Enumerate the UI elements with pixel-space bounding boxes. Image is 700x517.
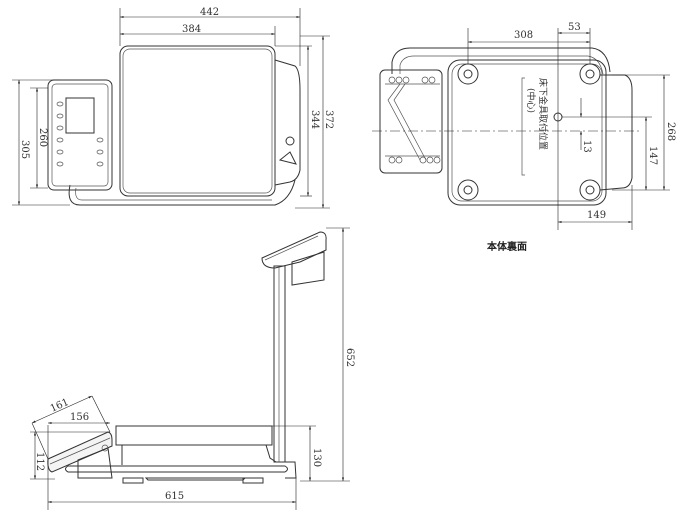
display-window	[65, 97, 95, 134]
pillar	[273, 265, 286, 463]
keypad	[56, 101, 104, 167]
dim-130: 130	[311, 448, 322, 467]
dim-384: 384	[182, 24, 201, 35]
base-rail	[65, 465, 288, 473]
display-unit	[47, 79, 113, 191]
dim-372: 372	[323, 110, 334, 129]
bottom-view-caption: 本体裏面	[487, 240, 527, 253]
side-view: 652 130 161 156 112 615	[30, 227, 355, 510]
display-head	[261, 231, 327, 269]
foot-left	[122, 477, 144, 484]
dim-260: 260	[37, 128, 48, 147]
dim-147: 147	[647, 146, 658, 165]
mount-annotation: 床下金具取付位置	[537, 78, 549, 150]
dim-652: 652	[344, 348, 355, 367]
bottom-view: 床下金具取付位置 (中心) 308 53 268 147 13 149 本体裏面	[372, 22, 676, 253]
dim-156: 156	[70, 412, 89, 423]
dim-305: 305	[19, 140, 30, 159]
dim-149: 149	[587, 210, 606, 221]
dim-442: 442	[200, 7, 219, 18]
platform	[119, 45, 276, 197]
foot-right	[242, 477, 264, 484]
level-indicator	[285, 136, 295, 146]
dim-13: 13	[581, 140, 592, 153]
head-bracket	[291, 251, 325, 286]
dim-615: 615	[165, 491, 184, 502]
weighing-pan	[115, 425, 273, 446]
mount-annotation-sub: (中心)	[525, 88, 537, 113]
handle-frame	[391, 47, 611, 74]
dim-112: 112	[34, 452, 45, 471]
dim-161: 161	[49, 397, 71, 415]
feet	[457, 63, 601, 201]
base-body	[447, 59, 607, 206]
dim-308: 308	[514, 30, 533, 41]
dim-344: 344	[309, 110, 320, 129]
dim-53: 53	[568, 22, 581, 33]
bracket-holes	[388, 76, 441, 164]
pillar-housing	[274, 59, 301, 186]
top-view: 442 384 305 260 344 372	[12, 7, 334, 209]
dim-268: 268	[665, 122, 676, 141]
pillar-block	[599, 74, 633, 191]
display-bracket	[379, 69, 443, 174]
base-frame	[68, 179, 296, 206]
